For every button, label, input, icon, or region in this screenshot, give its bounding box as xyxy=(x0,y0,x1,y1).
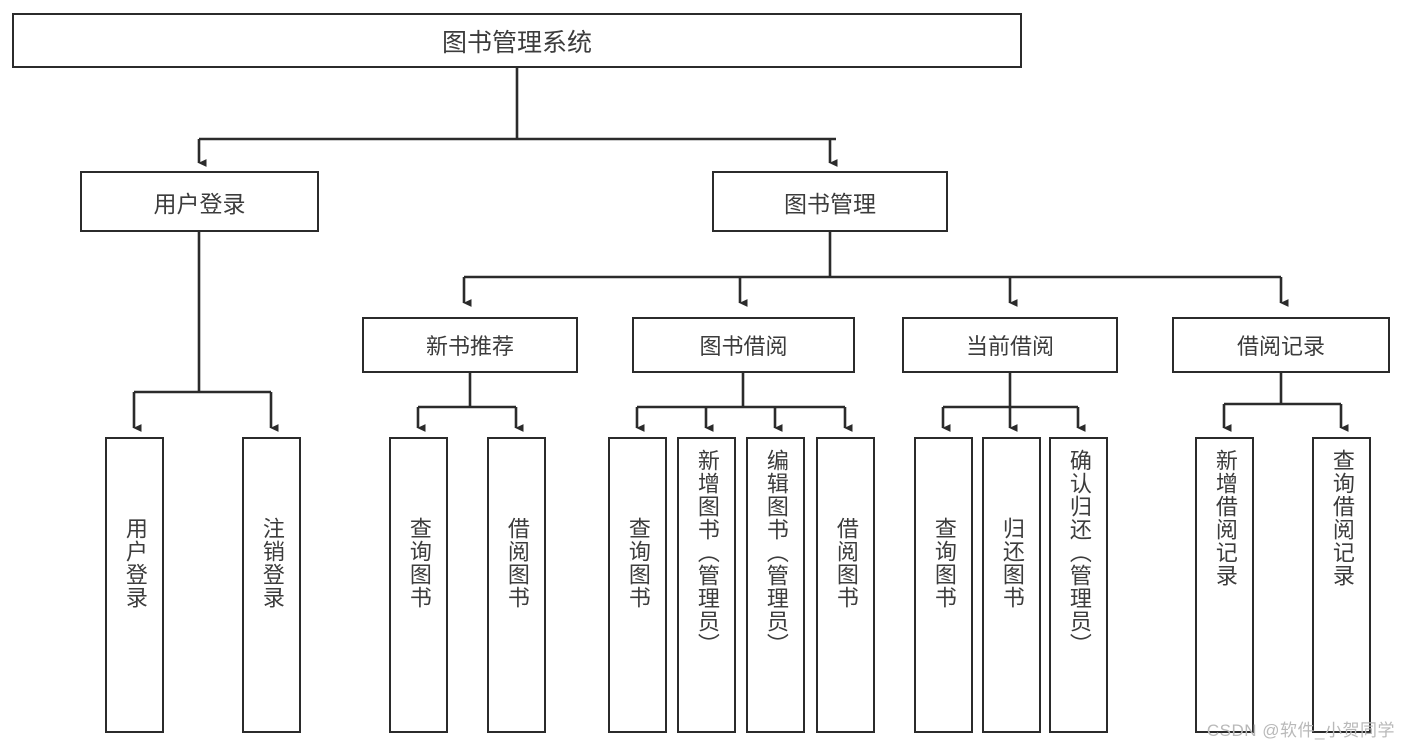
leaf-current-query-book[interactable]: 查询图书 xyxy=(914,437,973,733)
leaf-label: 借阅图书 xyxy=(504,517,530,609)
node-current-borrow-label: 当前借阅 xyxy=(965,334,1054,359)
leaf-current-confirm-return[interactable]: 确认归还（管理员） xyxy=(1049,437,1108,733)
node-book-borrow-label: 图书借阅 xyxy=(699,334,788,359)
node-book-borrow[interactable]: 图书借阅 xyxy=(632,317,855,373)
leaf-label: 借阅图书 xyxy=(833,517,859,609)
leaf-label: 查询图书 xyxy=(625,517,651,609)
leaf-label: 确认归还（管理员） xyxy=(1066,449,1092,656)
leaf-user-login-login[interactable]: 用户登录 xyxy=(105,437,164,733)
node-current-borrow[interactable]: 当前借阅 xyxy=(902,317,1118,373)
node-borrow-record-label: 借阅记录 xyxy=(1236,334,1325,359)
node-root[interactable]: 图书管理系统 xyxy=(12,13,1022,68)
node-root-label: 图书管理系统 xyxy=(441,28,592,57)
leaf-label: 编辑图书（管理员） xyxy=(763,449,789,656)
leaf-record-add-record[interactable]: 新增借阅记录 xyxy=(1195,437,1254,733)
leaf-recommend-query-book[interactable]: 查询图书 xyxy=(389,437,448,733)
leaf-record-query-record[interactable]: 查询借阅记录 xyxy=(1312,437,1371,733)
leaf-label: 查询借阅记录 xyxy=(1329,449,1355,587)
leaf-label: 查询图书 xyxy=(931,517,957,609)
leaf-user-login-logout[interactable]: 注销登录 xyxy=(242,437,301,733)
node-book-management-label: 图书管理 xyxy=(784,190,876,217)
leaf-label: 查询图书 xyxy=(406,517,432,609)
node-borrow-record[interactable]: 借阅记录 xyxy=(1172,317,1390,373)
leaf-borrow-borrow-book[interactable]: 借阅图书 xyxy=(816,437,875,733)
node-new-book-recommend-label: 新书推荐 xyxy=(425,334,514,359)
csdn-watermark: CSDN @软件_小贺同学 xyxy=(1206,721,1395,740)
leaf-borrow-edit-book[interactable]: 编辑图书（管理员） xyxy=(746,437,805,733)
node-user-login[interactable]: 用户登录 xyxy=(80,171,319,232)
leaf-label: 用户登录 xyxy=(122,517,148,609)
leaf-borrow-add-book[interactable]: 新增图书（管理员） xyxy=(677,437,736,733)
node-user-login-label: 用户登录 xyxy=(153,190,246,217)
leaf-label: 注销登录 xyxy=(259,517,285,609)
leaf-label: 新增图书（管理员） xyxy=(694,449,720,656)
leaf-borrow-query-book[interactable]: 查询图书 xyxy=(608,437,667,733)
leaf-label: 新增借阅记录 xyxy=(1212,449,1238,587)
leaf-current-return-book[interactable]: 归还图书 xyxy=(982,437,1041,733)
leaf-label: 归还图书 xyxy=(999,517,1025,609)
node-new-book-recommend[interactable]: 新书推荐 xyxy=(362,317,578,373)
leaf-recommend-borrow-book[interactable]: 借阅图书 xyxy=(487,437,546,733)
node-book-management[interactable]: 图书管理 xyxy=(712,171,948,232)
